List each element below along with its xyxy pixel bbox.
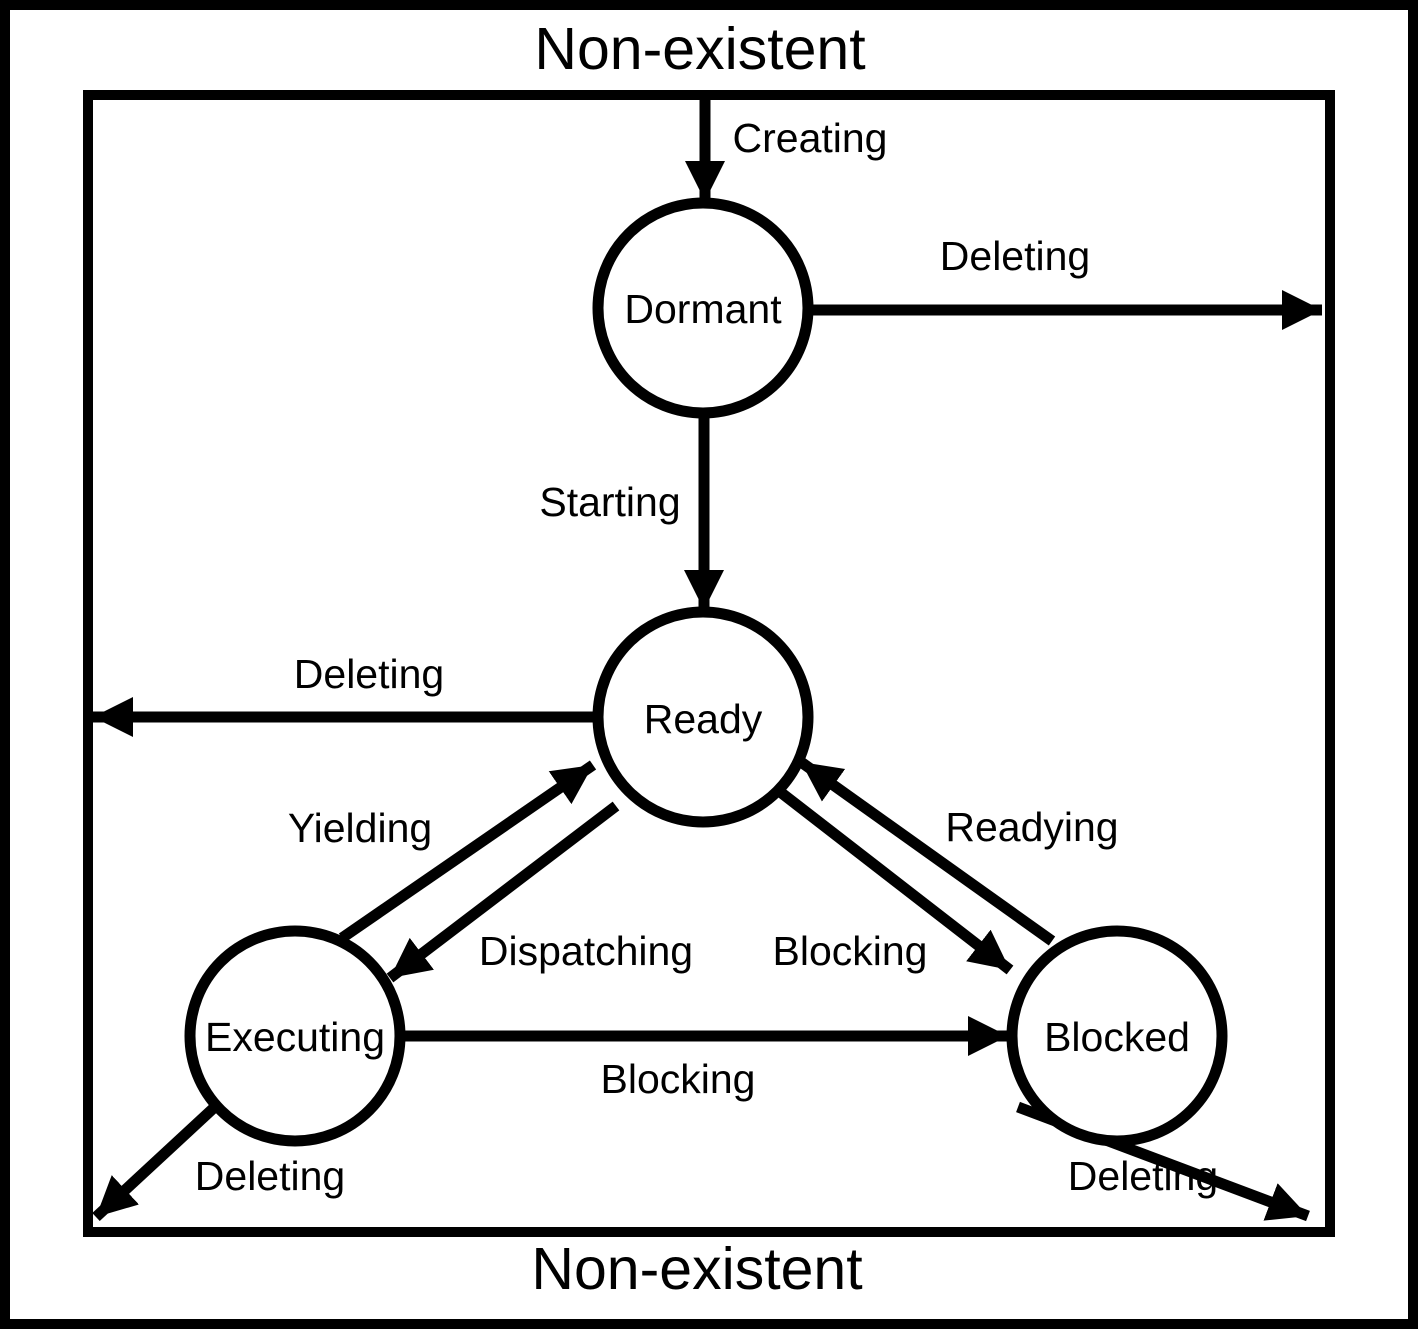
label-deleting-from-dormant: Deleting [940, 233, 1090, 279]
inner-boundary [83, 90, 1335, 1237]
label-deleting-from-executing: Deleting [195, 1153, 345, 1199]
state-dormant-circle [592, 197, 814, 419]
label-deleting-from-blocked: Deleting [1068, 1153, 1218, 1199]
label-blocking-from-ready: Blocking [773, 928, 928, 974]
label-dispatching: Dispatching [479, 928, 693, 974]
label-readying: Readying [945, 804, 1118, 850]
transition-dispatching-arrow [386, 801, 620, 983]
transition-blocking-from-ready-arrow [775, 786, 1014, 975]
state-ready-label: Ready [644, 696, 763, 742]
label-blocking-from-executing: Blocking [601, 1056, 756, 1102]
state-executing-label: Executing [205, 1014, 385, 1060]
state-executing-circle [184, 925, 406, 1147]
label-deleting-from-ready: Deleting [294, 651, 444, 697]
state-blocked-label: Blocked [1044, 1014, 1190, 1060]
state-ready-circle [592, 606, 814, 828]
transition-readying-arrow [797, 757, 1056, 946]
label-creating: Creating [733, 115, 888, 161]
state-dormant-label: Dormant [624, 286, 782, 332]
transition-deleting-from-executing-arrow [92, 1099, 222, 1222]
label-starting: Starting [539, 479, 680, 525]
non-existent-label-top: Non-existent [534, 16, 865, 82]
state-blocked-circle [1006, 925, 1228, 1147]
label-yielding: Yielding [288, 805, 432, 851]
non-existent-label-bottom: Non-existent [531, 1236, 862, 1302]
transition-yielding-arrow [338, 760, 597, 943]
